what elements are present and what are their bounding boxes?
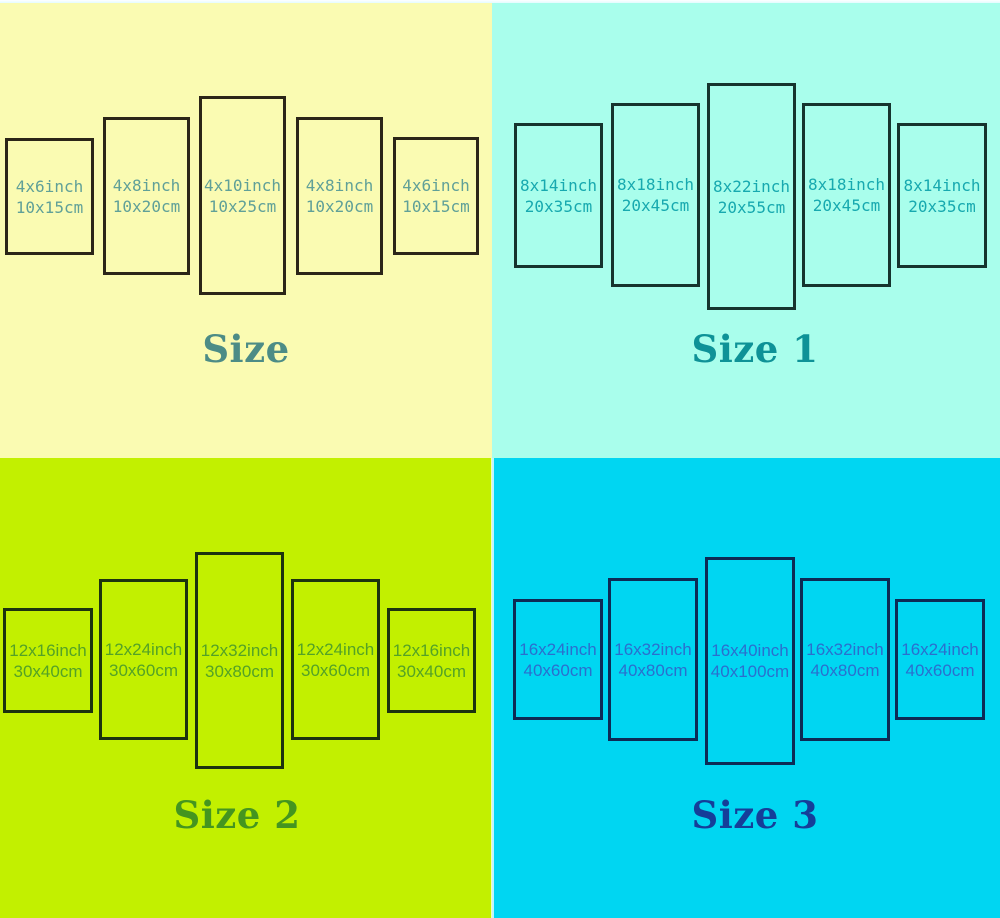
quadrant-title: Size 1 xyxy=(691,327,819,371)
panel-size-cm: 40x60cm xyxy=(905,660,975,680)
canvas-panel: 4x6inch 10x15cm xyxy=(393,137,479,255)
panel-size-inch: 8x22inch xyxy=(712,176,791,196)
canvas-panel: 16x32inch 40x80cm xyxy=(800,578,890,741)
panel-size-inch: 16x24inch xyxy=(901,639,979,659)
panel-size-cm: 10x20cm xyxy=(112,197,181,216)
panel-size-inch: 4x8inch xyxy=(305,176,374,195)
canvas-panel: 8x18inch 20x45cm xyxy=(802,103,891,287)
panel-size-inch: 12x24inch xyxy=(296,639,375,659)
panel-size-inch: 16x24inch xyxy=(519,639,597,659)
quadrant-title: Size 3 xyxy=(691,793,819,837)
quadrant-size-2: 12x16inch 30x40cm 12x24inch 30x60cm 12x3… xyxy=(0,458,492,918)
canvas-panel: 4x10inch 10x25cm xyxy=(199,96,286,295)
panel-size-cm: 30x80cm xyxy=(205,661,274,681)
panel-size-cm: 10x25cm xyxy=(208,196,277,216)
quadrant-size-3: 16x24inch 40x60cm 16x32inch 40x80cm 16x4… xyxy=(492,458,1000,918)
canvas-panel: 4x8inch 10x20cm xyxy=(296,117,383,275)
panel-size-cm: 20x35cm xyxy=(908,196,976,216)
canvas-panel: 16x32inch 40x80cm xyxy=(608,578,698,741)
canvas-panel: 4x6inch 10x15cm xyxy=(5,138,94,255)
canvas-panel: 4x8inch 10x20cm xyxy=(103,117,190,275)
panel-size-cm: 40x60cm xyxy=(523,660,593,680)
canvas-panel: 8x22inch 20x55cm xyxy=(707,83,796,310)
panel-size-cm: 10x15cm xyxy=(15,197,84,217)
canvas-panel: 12x16inch 30x40cm xyxy=(387,608,476,713)
panel-size-cm: 40x80cm xyxy=(810,660,880,680)
panel-size-inch: 12x16inch xyxy=(392,640,471,660)
panel-size-cm: 10x15cm xyxy=(402,197,470,216)
quadrant-divider xyxy=(491,458,494,918)
top-edge-strip xyxy=(0,0,1000,3)
panel-size-inch: 16x32inch xyxy=(614,639,692,659)
panel-size-inch: 4x6inch xyxy=(15,176,84,196)
canvas-panel: 12x32inch 30x80cm xyxy=(195,552,284,769)
canvas-panel: 12x24inch 30x60cm xyxy=(99,579,188,740)
panel-size-cm: 20x35cm xyxy=(524,196,593,216)
quadrant-title: Size 2 xyxy=(173,793,301,837)
panel-size-inch: 16x40inch xyxy=(711,641,789,660)
panel-size-cm: 20x45cm xyxy=(621,196,690,215)
panel-size-inch: 8x14inch xyxy=(519,175,598,195)
canvas-panel: 16x24inch 40x60cm xyxy=(895,599,985,720)
panel-size-cm: 20x45cm xyxy=(812,196,881,215)
panel-size-inch: 12x24inch xyxy=(104,639,183,659)
canvas-panel: 16x40inch 40x100cm xyxy=(705,557,795,765)
quadrant-size: 4x6inch 10x15cm 4x8inch 10x20cm 4x10inch… xyxy=(0,0,492,458)
panel-size-cm: 10x20cm xyxy=(305,197,374,216)
panel-size-inch: 8x18inch xyxy=(807,175,886,194)
quadrant-title: Size xyxy=(202,327,290,371)
panel-size-inch: 12x32inch xyxy=(200,640,279,660)
canvas-panel: 12x24inch 30x60cm xyxy=(291,579,380,740)
panel-size-cm: 30x60cm xyxy=(109,660,178,680)
panel-size-inch: 4x6inch xyxy=(402,176,470,195)
canvas-panel: 16x24inch 40x60cm xyxy=(513,599,603,720)
panel-size-inch: 4x10inch xyxy=(203,175,282,195)
panel-size-inch: 4x8inch xyxy=(112,176,181,195)
quadrant-size-1: 8x14inch 20x35cm 8x18inch 20x45cm 8x22in… xyxy=(492,0,1000,458)
panel-size-cm: 30x40cm xyxy=(13,661,83,681)
canvas-panel: 8x18inch 20x45cm xyxy=(611,103,700,287)
canvas-panel: 12x16inch 30x40cm xyxy=(3,608,93,713)
panel-size-inch: 8x18inch xyxy=(616,175,695,194)
canvas-panel: 8x14inch 20x35cm xyxy=(897,123,987,268)
panel-size-cm: 20x55cm xyxy=(717,197,786,217)
panel-size-inch: 8x14inch xyxy=(903,175,981,195)
panel-size-cm: 30x60cm xyxy=(301,660,370,680)
panel-size-inch: 16x32inch xyxy=(806,639,884,659)
panel-size-cm: 40x80cm xyxy=(618,660,688,680)
canvas-panel: 8x14inch 20x35cm xyxy=(514,123,603,268)
panel-size-cm: 40x100cm xyxy=(710,662,790,681)
panel-size-inch: 12x16inch xyxy=(9,640,87,660)
panel-size-cm: 30x40cm xyxy=(397,661,466,681)
